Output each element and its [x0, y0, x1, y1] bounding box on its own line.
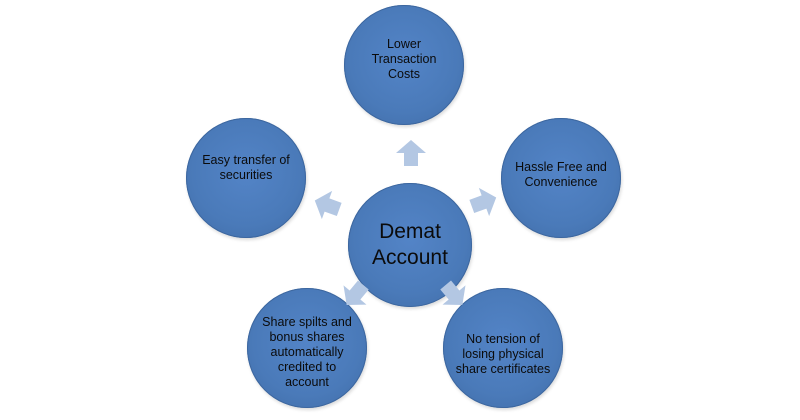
center-node-demat-account: Demat Account [348, 183, 472, 307]
node-lower-transaction-costs: Lower Transaction Costs [344, 5, 464, 125]
arrow-to-bottom-right-icon [437, 280, 471, 310]
node-label-top: Lower Transaction Costs [371, 36, 437, 81]
node-label-left: Easy transfer of securities [202, 153, 290, 182]
arrow-to-left-icon [310, 190, 344, 220]
node-label-right: Hassle Free and Convenience [515, 160, 607, 189]
arrow-to-bottom-left-icon [338, 280, 372, 310]
arrow-to-right-icon [467, 187, 501, 217]
node-share-splits-bonus: Share spilts and bonus shares automatica… [247, 288, 367, 408]
node-hassle-free: Hassle Free and Convenience [501, 118, 621, 238]
node-no-tension-losing-certificates: No tension of losing physical share cert… [443, 288, 563, 408]
node-label-bottom-right: No tension of losing physical share cert… [455, 331, 551, 376]
center-node-label: Demat Account [372, 220, 448, 269]
node-label-bottom-left: Share spilts and bonus shares automatica… [262, 314, 352, 389]
arrow-to-top-icon [394, 138, 428, 168]
node-easy-transfer: Easy transfer of securities [186, 118, 306, 238]
